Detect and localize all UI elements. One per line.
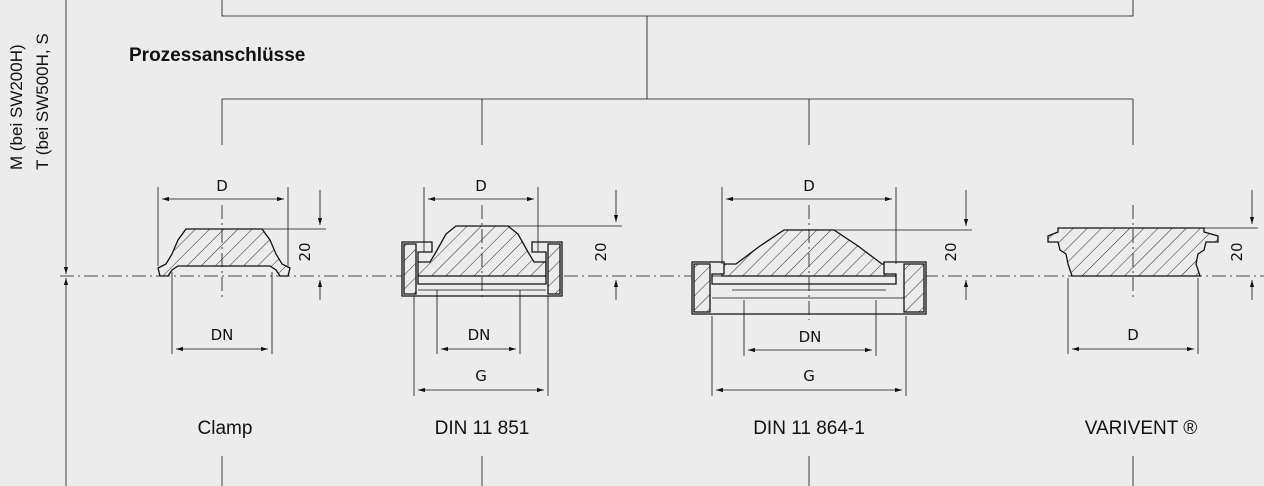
din11864-dim-20: 20	[942, 242, 960, 261]
din11851-dim-g: G	[475, 367, 487, 385]
din11864-dim-d: D	[803, 177, 815, 195]
varivent-dim-d: D	[1127, 326, 1139, 344]
din11851-dim-d: D	[475, 177, 487, 195]
tree-connector	[221, 0, 1134, 486]
clamp-dim-d: D	[216, 177, 228, 195]
din-11851-fitting: D 20 DN G DIN 11 851	[401, 177, 622, 439]
side-label-t: T (bei SW500H, S	[33, 33, 52, 170]
din11851-dim-20: 20	[592, 242, 610, 261]
clamp-dim-20: 20	[296, 242, 314, 261]
label-din-11851: DIN 11 851	[435, 418, 530, 439]
varivent-dim-20: 20	[1228, 242, 1246, 261]
label-clamp: Clamp	[198, 418, 253, 439]
din11851-dim-dn: DN	[468, 326, 491, 344]
varivent-fitting: 20 D VARIVENT ®	[1047, 190, 1258, 439]
side-label-m: M (bei SW200H)	[7, 44, 26, 170]
din11864-dim-g: G	[803, 367, 815, 385]
heading: Prozessanschlüsse	[129, 45, 305, 66]
din11864-dim-dn: DN	[799, 328, 822, 346]
din-11864-fitting: D 20 DN G DIN 11 864-1	[691, 177, 972, 439]
label-varivent: VARIVENT ®	[1085, 418, 1198, 439]
clamp-fitting: D 20 DN Clamp	[157, 177, 326, 439]
label-din-11864: DIN 11 864-1	[753, 418, 865, 439]
clamp-dim-dn: DN	[211, 326, 234, 344]
